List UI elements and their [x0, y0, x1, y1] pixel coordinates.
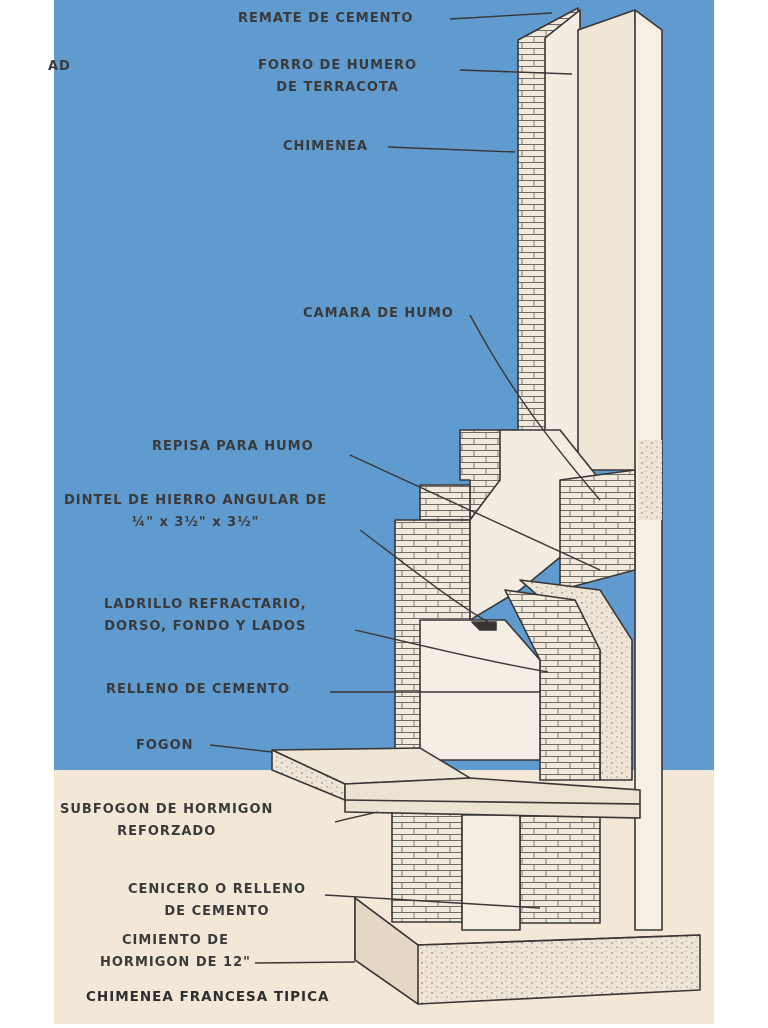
- label-cement-fill: RELLENO DE CEMENTO: [106, 682, 291, 697]
- label-angle-iron-lintel: DINTEL DE HIERRO ANGULAR DE ¼" x 3½" x 3…: [64, 493, 328, 530]
- leader-lines: [209, 12, 601, 964]
- label-concrete-footing: CIMIENTO DE HORMIGON DE 12": [100, 933, 251, 970]
- diagram-caption: CHIMENEA FRANCESA TIPICA: [86, 989, 330, 1005]
- label-smoke-shelf: REPISA PARA HUMO: [152, 439, 314, 454]
- ash-pit-opening: [461, 814, 521, 931]
- label-terracotta-flue-liner: FORRO DE HUMERO DE TERRACOTA: [258, 58, 418, 95]
- label-smoke-chamber: CAMARA DE HUMO: [303, 306, 454, 321]
- smoke-chamber: [469, 429, 601, 621]
- ash-pit-wall-right: [519, 814, 601, 924]
- label-cement-cap: REMATE DE CEMENTO: [238, 11, 414, 26]
- label-ash-pit: CENICERO O RELLENO DE CEMENTO: [128, 882, 306, 919]
- ash-pit-wall-left: [391, 809, 463, 923]
- terracotta-flue-liner: [577, 9, 641, 471]
- label-reinforced-sub-hearth: SUBFOGON DE HORMIGON REFORZADO: [60, 802, 274, 839]
- label-hearth: FOGON: [136, 738, 194, 753]
- firebox-opening: [419, 619, 541, 761]
- cut-off-label: AD: [48, 59, 71, 74]
- smoke-shelf: [559, 469, 636, 591]
- label-firebrick: LADRILLO REFRACTARIO, DORSO, FONDO Y LAD…: [104, 597, 307, 634]
- label-chimney: CHIMENEA: [283, 139, 368, 154]
